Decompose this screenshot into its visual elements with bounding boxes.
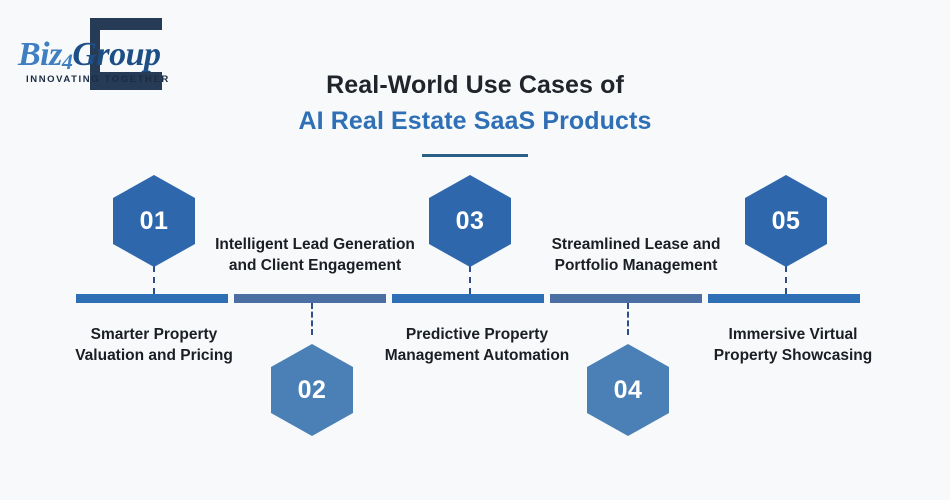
timeline-bar-segment-1 bbox=[76, 294, 228, 303]
step-number-01: 01 bbox=[139, 206, 169, 235]
step-label-03-line1: Predictive Property bbox=[405, 326, 549, 343]
step-label-02-line2: and Client Engagement bbox=[228, 257, 402, 274]
step-label-01-line1: Smarter Property bbox=[90, 326, 218, 343]
step-label-03-line2: Management Automation bbox=[384, 347, 570, 364]
page-title-line1: Real-World Use Cases of bbox=[326, 71, 624, 99]
step-number-05: 05 bbox=[771, 206, 801, 235]
timeline-bar-segment-2 bbox=[234, 294, 386, 303]
timeline-step-badge-02[interactable]: 02 bbox=[271, 344, 353, 436]
timeline-bar-segment-4 bbox=[550, 294, 702, 303]
page-title: Real-World Use Cases of AI Real Estate S… bbox=[0, 68, 950, 157]
step-label-04-line1: Streamlined Lease and bbox=[551, 236, 721, 253]
timeline-step-label-02: Intelligent Lead Generation and Client E… bbox=[183, 234, 447, 276]
timeline-step-label-03: Predictive Property Management Automatio… bbox=[358, 324, 596, 366]
logo-tagline: INNOVATING TOGETHER bbox=[26, 74, 170, 85]
connector-line-5 bbox=[785, 266, 787, 294]
step-number-03: 03 bbox=[455, 206, 485, 235]
step-label-04-line2: Portfolio Management bbox=[554, 257, 718, 274]
connector-line-1 bbox=[153, 266, 155, 294]
logo-bracket-icon bbox=[90, 18, 162, 90]
step-label-05-line1: Immersive Virtual bbox=[728, 326, 858, 343]
connector-line-2 bbox=[311, 303, 313, 335]
logo-wordmark: Biz4Group bbox=[18, 36, 161, 75]
step-label-01-line2: Valuation and Pricing bbox=[75, 347, 233, 364]
timeline-step-badge-05[interactable]: 05 bbox=[745, 175, 827, 267]
timeline-step-badge-04[interactable]: 04 bbox=[587, 344, 669, 436]
step-number-02: 02 bbox=[297, 375, 327, 404]
step-label-05-line2: Property Showcasing bbox=[713, 347, 873, 364]
timeline-step-label-04: Streamlined Lease and Portfolio Manageme… bbox=[518, 234, 754, 276]
step-label-02-line1: Intelligent Lead Generation bbox=[215, 236, 415, 253]
step-number-04: 04 bbox=[613, 375, 643, 404]
timeline-step-label-05: Immersive Virtual Property Showcasing bbox=[678, 324, 908, 366]
logo-word-biz: Biz bbox=[18, 36, 62, 73]
connector-line-4 bbox=[627, 303, 629, 335]
timeline-step-label-01: Smarter Property Valuation and Pricing bbox=[42, 324, 266, 366]
timeline-bar-segment-5 bbox=[708, 294, 860, 303]
logo-word-group: Group bbox=[72, 36, 161, 73]
logo-word-four: 4 bbox=[61, 49, 73, 74]
timeline-bar-segment-3 bbox=[392, 294, 544, 303]
brand-logo: Biz4Group INNOVATING TOGETHER bbox=[18, 18, 238, 96]
logo-bracket-inner bbox=[100, 30, 162, 72]
title-underline-rule bbox=[422, 154, 528, 157]
page-title-line2: AI Real Estate SaaS Products bbox=[298, 107, 652, 135]
connector-line-3 bbox=[469, 266, 471, 294]
